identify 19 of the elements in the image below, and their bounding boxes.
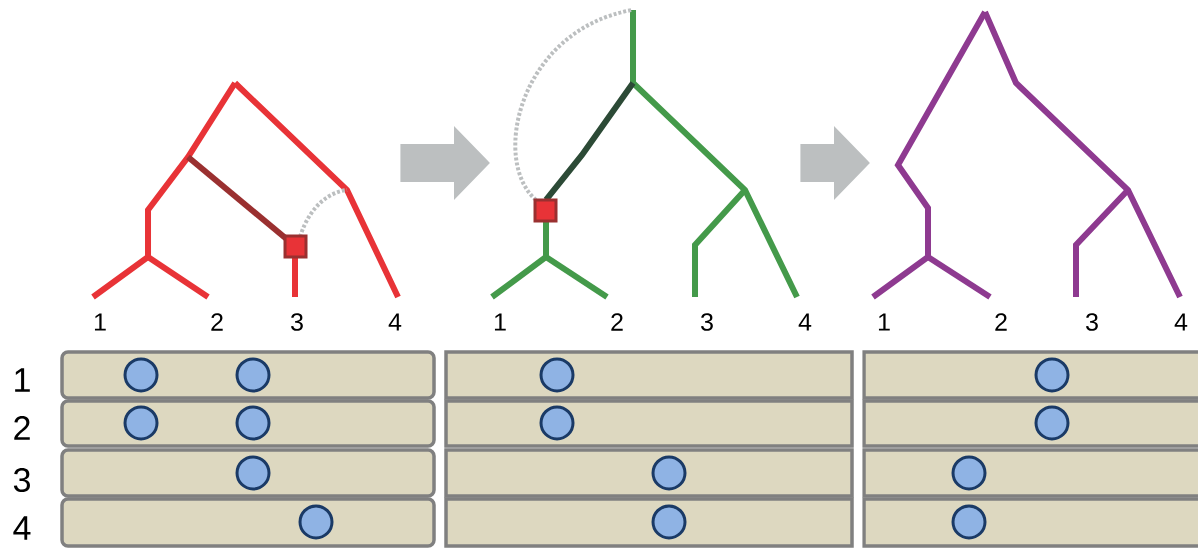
tip-label: 1 (494, 313, 506, 331)
row-label: 1 (15, 368, 30, 392)
tip-label: 2 (995, 313, 1007, 331)
row-label: 2 (14, 416, 30, 440)
tree-drawing (490, 8, 800, 300)
tip-label: 1 (94, 313, 106, 331)
tip-label: 3 (1086, 313, 1098, 331)
tree-drawing (91, 80, 401, 300)
tip-label: 4 (1174, 313, 1188, 331)
tip-label: 1 (878, 313, 890, 331)
tip-label: 2 (611, 313, 623, 331)
tree-drawing (871, 10, 1183, 300)
tip-label: 2 (211, 313, 223, 331)
row-label: 3 (13, 467, 30, 492)
tip-label: 3 (701, 313, 713, 331)
tip-label: 3 (291, 313, 303, 331)
tip-label: 4 (798, 313, 812, 331)
tip-label: 4 (388, 313, 402, 331)
row-label: 4 (13, 516, 31, 540)
